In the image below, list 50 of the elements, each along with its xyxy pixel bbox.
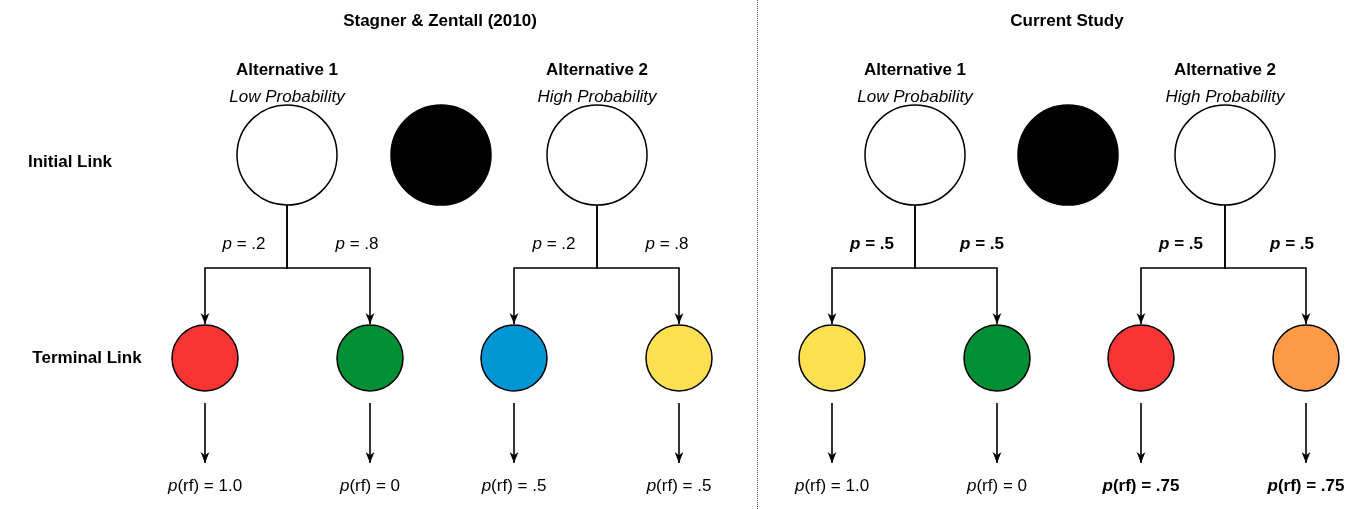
reinforcement-probability: p(rf) = 0	[967, 476, 1027, 496]
arrow	[1136, 402, 1146, 464]
arrow	[827, 402, 837, 464]
alternative-heading: Alternative 1	[234, 60, 339, 80]
alternative-heading: Alternative 2	[544, 60, 649, 80]
edge-label: p = .2	[532, 234, 576, 254]
edge-label: p = .5	[1159, 234, 1203, 254]
reinforcement-probability: p(rf) = 1.0	[794, 476, 870, 496]
terminal-key-circle	[645, 324, 713, 392]
arrow	[992, 402, 1002, 464]
probability-label: High Probability	[536, 87, 658, 107]
panel-heading: Stagner & Zentall (2010)	[343, 11, 537, 31]
terminal-key-circle	[1107, 324, 1175, 392]
terminal-key-circle	[171, 324, 239, 392]
arrow	[1301, 402, 1311, 464]
reinforcement-probability: p(rf) = .5	[481, 476, 547, 496]
arrow	[596, 204, 684, 325]
terminal-key-circle	[336, 324, 404, 392]
edge-label: p = .2	[222, 234, 266, 254]
arrow	[200, 402, 210, 464]
terminal-key-circle	[1272, 324, 1340, 392]
row-label: Terminal Link	[32, 348, 142, 368]
choice-key-circle	[1017, 104, 1119, 206]
edge-label: p = .5	[960, 234, 1004, 254]
row-label: Initial Link	[27, 152, 113, 172]
arrow	[286, 204, 375, 325]
alternative-heading: Alternative 1	[862, 60, 967, 80]
terminal-key-circle	[798, 324, 866, 392]
arrow	[365, 402, 375, 464]
probability-label: Low Probability	[228, 87, 347, 107]
reinforcement-probability: p(rf) = .5	[646, 476, 712, 496]
edge-label: p = .5	[1270, 234, 1314, 254]
alternative-heading: Alternative 2	[1172, 60, 1277, 80]
probability-label: Low Probability	[856, 87, 975, 107]
edge-label: p = .8	[335, 234, 379, 254]
reinforcement-probability: p(rf) = .75	[1102, 476, 1180, 496]
terminal-key-circle	[480, 324, 548, 392]
reinforcement-probability: p(rf) = 1.0	[167, 476, 243, 496]
edge-label: p = .5	[850, 234, 894, 254]
reinforcement-probability: p(rf) = 0	[340, 476, 400, 496]
panel-heading: Current Study	[1010, 11, 1124, 31]
arrow	[674, 402, 684, 464]
arrow	[914, 204, 1002, 325]
arrow	[1224, 204, 1311, 325]
reinforcement-probability: p(rf) = .75	[1267, 476, 1345, 496]
choice-key-circle	[390, 104, 492, 206]
terminal-key-circle	[963, 324, 1031, 392]
probability-label: High Probability	[1164, 87, 1286, 107]
arrow	[509, 402, 519, 464]
edge-label: p = .8	[645, 234, 689, 254]
